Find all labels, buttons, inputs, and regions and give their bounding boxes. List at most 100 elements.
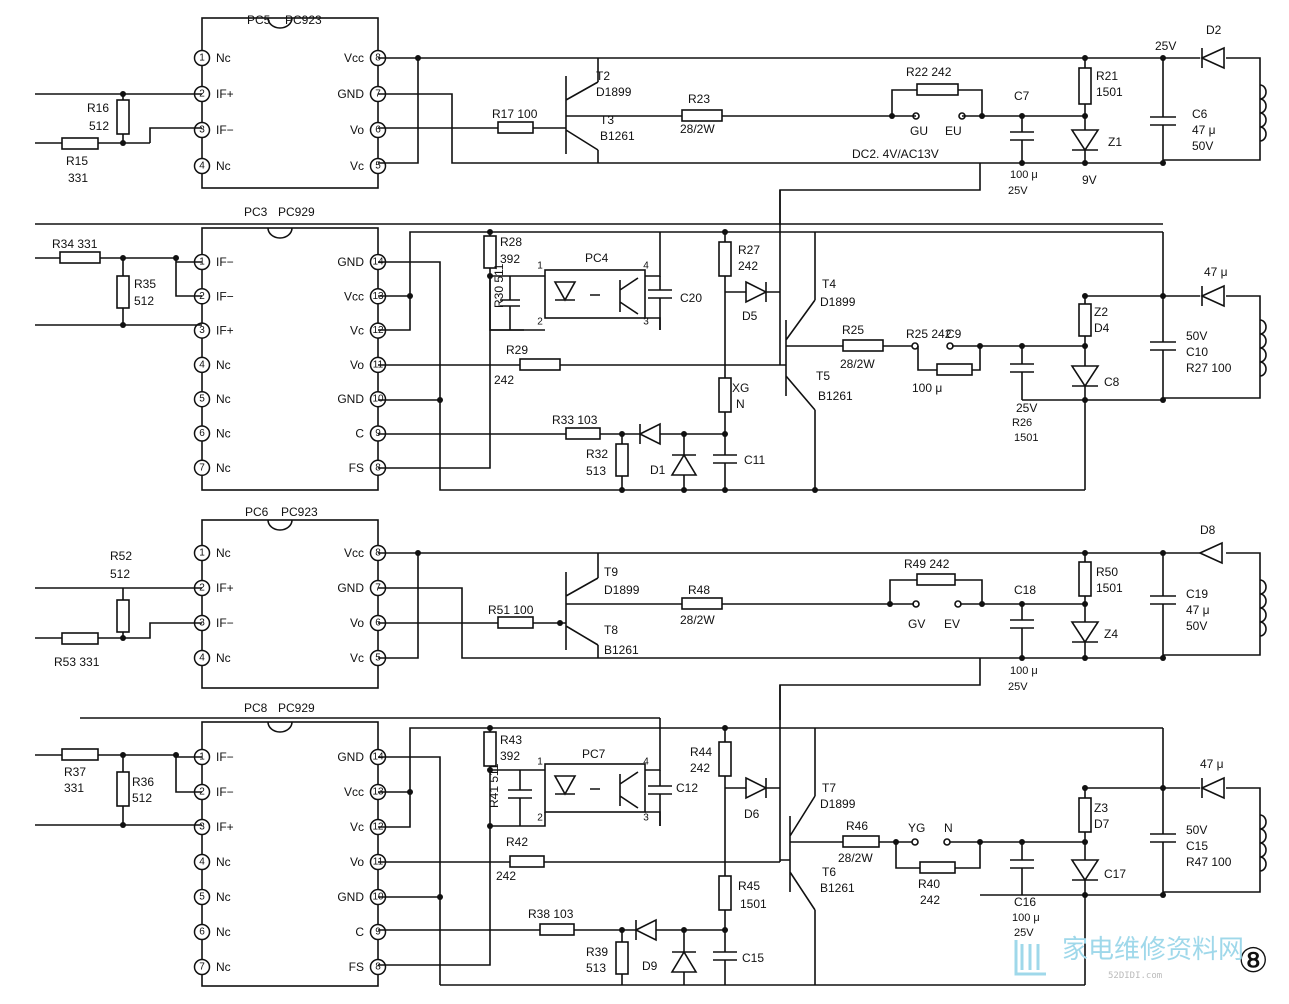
component-label: T4 [822, 277, 836, 291]
component-label: PC923 [281, 505, 318, 519]
component-label: 242 [920, 893, 940, 907]
pin-label: GND [337, 392, 364, 406]
component-label: C15 [1186, 839, 1208, 853]
pin-number: 8 [375, 962, 381, 973]
component-label: R27 100 [1186, 361, 1232, 375]
pin-number: 2 [199, 787, 205, 798]
pin-label: Vcc [344, 785, 364, 799]
component-label: D1 [650, 463, 666, 477]
ic-pin [193, 544, 211, 562]
component-label: Z2 [1094, 305, 1108, 319]
pin-label: Nc [216, 461, 231, 475]
ic-pin [369, 121, 387, 139]
pin-number: 1 [199, 257, 205, 268]
ic-pin [193, 818, 211, 836]
pin-label: IF− [216, 289, 234, 303]
svg-text:1: 1 [537, 757, 543, 768]
component-label: R49 242 [904, 557, 950, 571]
component-label: 1501 [1014, 432, 1038, 444]
component-label: C8 [1104, 375, 1120, 389]
pin-label: Vo [350, 855, 364, 869]
pin-label: Vc [350, 820, 364, 834]
component-label: R33 103 [552, 413, 598, 427]
pin-number: 2 [199, 89, 205, 100]
component-label: 392 [500, 749, 520, 763]
component-label: R53 331 [54, 655, 100, 669]
component-label: R15 [66, 154, 88, 168]
component-label: 513 [586, 961, 606, 975]
component-label: 25V [1155, 39, 1176, 53]
component-label: 392 [500, 252, 520, 266]
component-label: C7 [1014, 89, 1030, 103]
ic-pin [193, 923, 211, 941]
component-label: C9 [946, 327, 962, 341]
component-label: PC8 [244, 701, 268, 715]
component-label: 52DIDI.com [1108, 971, 1162, 981]
pin-label: GND [337, 87, 364, 101]
pin-label: Nc [216, 890, 231, 904]
pin-label: Nc [216, 159, 231, 173]
component-label: R35 [134, 277, 156, 291]
component-label: R41 511 [487, 763, 501, 808]
svg-text:1: 1 [537, 261, 543, 272]
component-label: R45 [738, 879, 760, 893]
component-label: 100 μ [1012, 912, 1040, 924]
component-label: 242 [738, 259, 758, 273]
component-label: 512 [89, 119, 109, 133]
svg-text:4: 4 [643, 261, 649, 272]
component-label: D5 [742, 309, 758, 323]
ic-pin [193, 853, 211, 871]
svg-text:2: 2 [537, 317, 543, 328]
component-label: D1899 [604, 583, 640, 597]
ic-pin [193, 425, 211, 442]
pin-number: 3 [199, 325, 205, 336]
pin-number: 4 [199, 653, 205, 664]
component-label: R47 100 [1186, 855, 1232, 869]
component-label: B1261 [818, 389, 853, 403]
component-label: 25V [1008, 681, 1028, 693]
component-label: 512 [134, 294, 154, 308]
pin-number: 2 [199, 583, 205, 594]
component-label: C10 [1186, 345, 1208, 359]
component-label: C17 [1104, 867, 1126, 881]
component-label: C18 [1014, 583, 1036, 597]
component-label: 47 μ [1192, 123, 1216, 137]
component-label: R29 [506, 343, 528, 357]
pin-label: Nc [216, 392, 231, 406]
component-label: R25 242 [906, 327, 952, 341]
pin-label: Nc [216, 358, 231, 372]
pin-label: Nc [216, 855, 231, 869]
component-label: T6 [822, 865, 836, 879]
pin-number: 9 [375, 927, 381, 938]
component-label: 512 [110, 567, 130, 581]
ic-pin [193, 322, 211, 339]
pin-label: GND [337, 581, 364, 595]
pin-number: 3 [199, 125, 205, 136]
pin-number: 5 [199, 394, 205, 405]
component-label: B1261 [600, 129, 635, 143]
component-label: 100 μ [1010, 169, 1038, 181]
component-label: B1261 [820, 881, 855, 895]
component-label: R52 [110, 549, 132, 563]
component-label: R39 [586, 945, 608, 959]
ic-pin [193, 356, 211, 374]
pin-number: 6 [199, 428, 205, 439]
component-label: T2 [596, 69, 610, 83]
pin-label: Vc [350, 651, 364, 665]
component-label: C11 [744, 453, 765, 467]
pin-label: Vc [350, 159, 364, 173]
component-label: C20 [680, 291, 702, 305]
component-label: 50V [1186, 329, 1207, 343]
pin-label: IF− [216, 255, 234, 269]
component-label: 47 μ [1204, 265, 1228, 279]
component-label: D9 [642, 959, 658, 973]
pin-label: Vcc [344, 289, 364, 303]
component-label: R26 [1012, 417, 1032, 429]
component-label: R43 [500, 733, 522, 747]
component-label: 242 [494, 373, 514, 387]
component-label: 1501 [1096, 581, 1123, 595]
